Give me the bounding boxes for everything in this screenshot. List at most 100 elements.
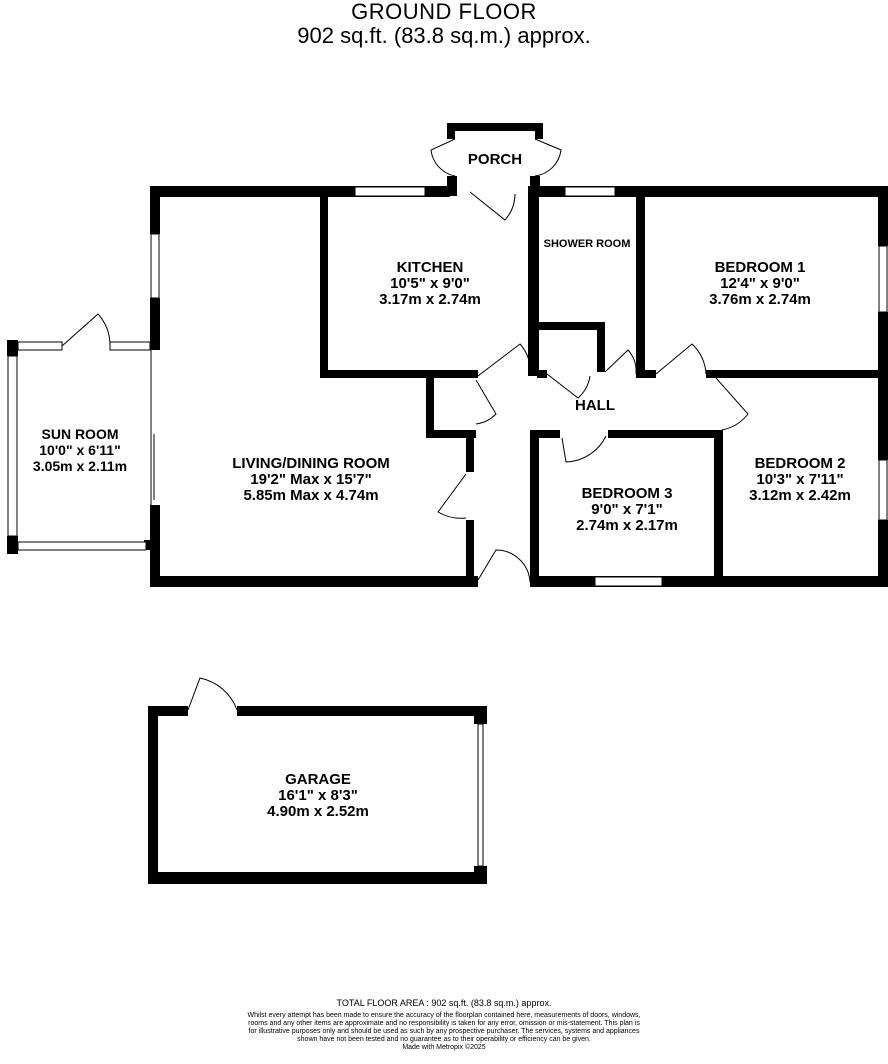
wall-porch-post-right <box>535 123 543 139</box>
wall-living-left-mid <box>150 298 160 350</box>
door-front <box>469 191 516 221</box>
wall-garage-post-tr <box>474 706 487 724</box>
label-bedroom2: BEDROOM 2 10'3" x 7'11" 3.12m x 2.42m <box>712 456 888 504</box>
wall-right-top <box>878 186 888 246</box>
thin-lines <box>150 350 155 505</box>
label-living: LIVING/DINING ROOM 19'2" Max x 15'7" 5.8… <box>200 456 422 504</box>
wall-porch-left <box>447 176 457 196</box>
window-sunroom-bottom <box>17 541 147 551</box>
wall-sunroom-post-tl <box>7 340 18 356</box>
wall-kitchen-bottom <box>320 370 478 378</box>
door-bedroom3 <box>561 435 607 463</box>
floor-area: 902 sq.ft. (83.8 sq.m.) approx. <box>297 23 591 48</box>
door-porch-right <box>534 138 562 177</box>
wall-garage-left <box>148 706 158 884</box>
wall-bedroom3-right <box>714 430 723 587</box>
wall-garage-top-right <box>237 706 487 716</box>
door-closet <box>546 373 591 399</box>
wall-bedroom3-left <box>530 430 539 587</box>
wall-living-left-top <box>150 186 160 234</box>
living-name: LIVING/DINING ROOM <box>232 455 390 472</box>
wall-garage-post-br <box>474 866 487 884</box>
bedroom2-metric: 3.12m x 2.42m <box>749 487 851 504</box>
window-sunroom-top-b <box>109 341 151 351</box>
wall-porch-top <box>447 123 543 131</box>
wall-closet-bottom <box>537 370 547 378</box>
bedroom2-name: BEDROOM 2 <box>754 455 846 472</box>
window-bedroom1-right <box>878 245 888 313</box>
wall-sunroom-post-br <box>144 540 156 550</box>
wall-top-left <box>150 186 450 197</box>
garage-name: GARAGE <box>285 771 351 788</box>
bedroom3-metric: 2.74m x 2.17m <box>576 517 678 534</box>
plan-footer: TOTAL FLOOR AREA : 902 sq.ft. (83.8 sq.m… <box>244 998 644 1052</box>
floor-title: GROUND FLOOR <box>351 0 537 24</box>
bedroom2-imperial: 10'3" x 7'11" <box>756 471 844 488</box>
wall-garage-top-left <box>148 706 188 716</box>
door-living <box>437 473 467 519</box>
kitchen-metric: 3.17m x 2.74m <box>379 291 481 308</box>
window-sunroom-left <box>7 355 18 537</box>
wall-right-mid <box>878 312 888 460</box>
bedroom3-name: BEDROOM 3 <box>581 485 673 502</box>
label-bedroom1: BEDROOM 1 12'4" x 9'0" 3.76m x 2.74m <box>670 260 850 308</box>
living-metric: 5.85m Max x 4.74m <box>243 487 379 504</box>
label-hall: HALL <box>560 398 630 414</box>
doors <box>61 138 749 711</box>
label-garage: GARAGE 16'1" x 8'3" 4.90m x 2.52m <box>218 772 418 820</box>
total-floor-area: TOTAL FLOOR AREA : 902 sq.ft. (83.8 sq.m… <box>336 998 552 1008</box>
sun-room-name: SUN ROOM <box>41 426 119 442</box>
wall-kitchen-left <box>320 197 328 377</box>
wall-living-right-low <box>466 520 474 587</box>
window-bedroom2-right <box>878 459 888 521</box>
label-kitchen: KITCHEN 10'5" x 9'0" 3.17m x 2.74m <box>340 260 520 308</box>
wall-bedroom1-bottom-b <box>706 370 888 378</box>
wall-top-right <box>530 186 888 197</box>
wall-bedroom1-left <box>636 186 645 376</box>
wall-right-low <box>878 520 888 587</box>
kitchen-name: KITCHEN <box>396 259 464 276</box>
wall-closet-top <box>537 322 605 330</box>
window-shower <box>564 186 616 197</box>
wall-cupboard-left <box>426 378 434 438</box>
wall-garage-bottom <box>148 872 487 884</box>
wall-closet-right <box>597 322 605 372</box>
made-with-text: Made with Metropix ©2025 <box>402 1044 486 1051</box>
window-kitchen <box>354 186 426 197</box>
sun-room-metric: 3.05m x 2.11m <box>32 458 128 474</box>
door-porch-left <box>430 138 456 177</box>
wall-bottom-right <box>530 576 888 587</box>
windows <box>7 186 888 867</box>
wall-cupboard-bottom <box>426 430 476 438</box>
kitchen-imperial: 10'5" x 9'0" <box>390 275 470 292</box>
garage-imperial: 16'1" x 8'3" <box>278 787 358 804</box>
bedroom1-imperial: 12'4" x 9'0" <box>720 275 800 292</box>
bedroom1-metric: 3.76m x 2.74m <box>709 291 811 308</box>
label-bedroom3: BEDROOM 3 9'0" x 7'1" 2.74m x 2.17m <box>540 486 714 534</box>
wall-living-right-top <box>466 430 474 472</box>
garage-door-opening <box>477 723 484 867</box>
living-imperial: 19'2" Max x 15'7" <box>250 471 372 488</box>
wall-sunroom-post-bl <box>7 536 18 554</box>
door-garage <box>187 677 238 711</box>
wall-porch-right <box>530 176 540 196</box>
label-shower-room: SHOWER ROOM <box>537 238 637 250</box>
wall-shower-left <box>530 186 539 376</box>
door-kitchen <box>477 343 531 377</box>
walls <box>7 123 888 884</box>
door-bedroom2 <box>715 377 749 431</box>
wall-bedroom3-top-b <box>608 430 722 438</box>
door-sunroom <box>61 313 111 347</box>
door-cupboard <box>475 379 497 425</box>
wall-bedroom1-bottom-a <box>636 370 656 378</box>
window-sunroom-top-a <box>17 341 63 351</box>
shower-room-name: SHOWER ROOM <box>543 238 631 250</box>
wall-living-bottom <box>150 576 478 587</box>
label-porch: PORCH <box>455 152 535 168</box>
bedroom3-imperial: 9'0" x 7'1" <box>591 501 663 518</box>
bedroom1-name: BEDROOM 1 <box>714 259 806 276</box>
hall-name: HALL <box>575 397 615 414</box>
wall-porch-post-left <box>447 123 455 139</box>
door-hall-bottom <box>477 549 531 583</box>
